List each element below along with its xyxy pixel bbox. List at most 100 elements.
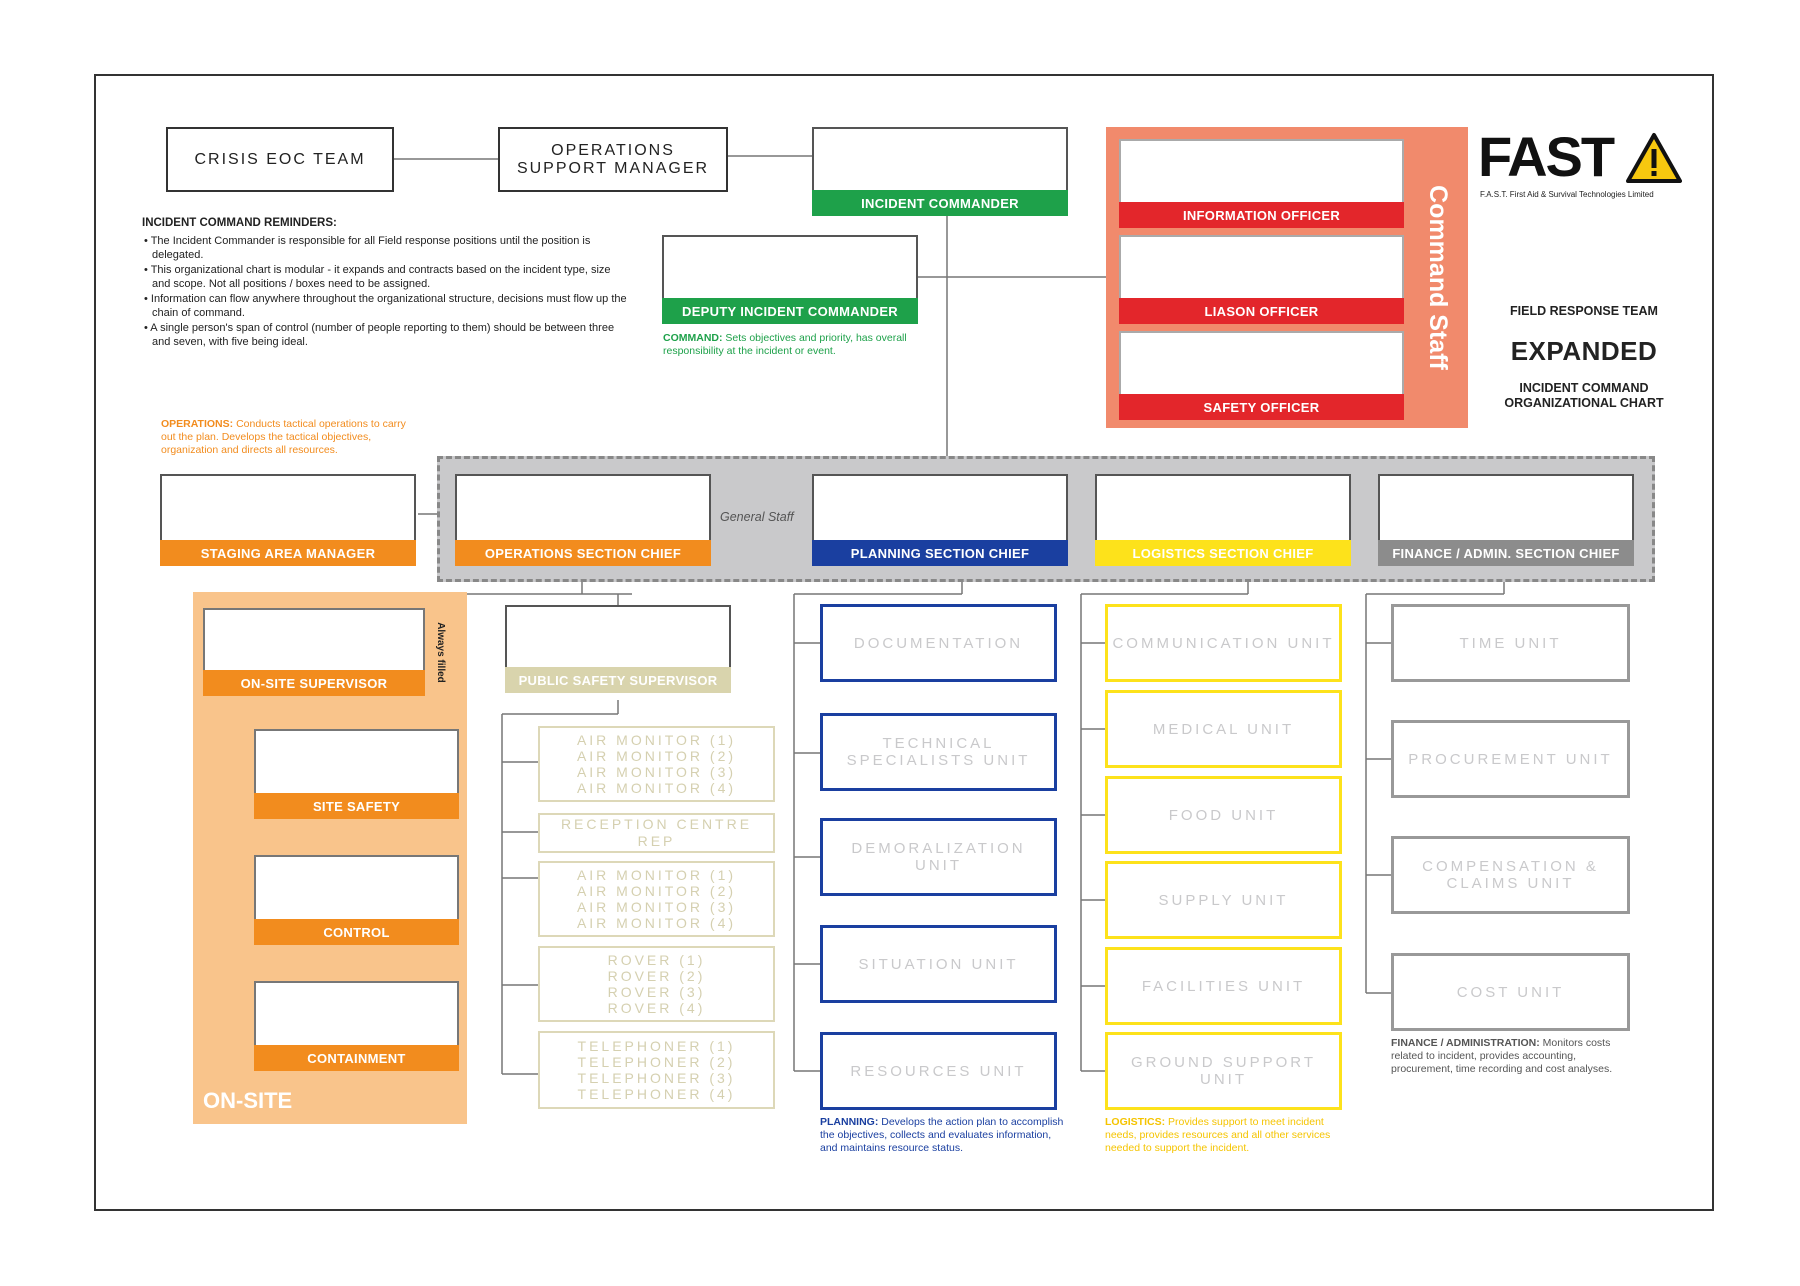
warning-triangle-icon [1626,133,1682,183]
finance-note: FINANCE / ADMINISTRATION: Monitors costs… [1391,1037,1636,1076]
operations-section-chief-name-field [455,474,711,542]
command-note-label: COMMAND: [663,332,723,344]
operations-note-label: OPERATIONS: [161,418,234,430]
information-officer-position: INFORMATION OFFICER [1119,139,1404,228]
rover-group: ROVER (1) ROVER (2) ROVER (3) ROVER (4) [538,946,775,1022]
site-safety-title: SITE SAFETY [254,793,459,819]
operations-note: OPERATIONS: Conducts tactical operations… [161,418,421,457]
staging-area-manager-title: STAGING AREA MANAGER [160,540,416,566]
logo-wordmark: FAST [1478,125,1615,188]
control-position: CONTROL [254,855,459,945]
safety-officer-position: SAFETY OFFICER [1119,331,1404,420]
resources-unit: RESOURCES UNIT [820,1032,1057,1110]
operations-section-chief-position: OPERATIONS SECTION CHIEF [455,474,711,566]
fast-logo: FAST F.A.S.T. First Aid & Survival Techn… [1478,128,1690,204]
finance-note-text: Monitors costs related to incident, prov… [1391,1037,1613,1075]
operations-support-manager-box: OPERATIONS SUPPORT MANAGER [498,127,728,192]
documentation-unit: DOCUMENTATION [820,604,1057,682]
logo-tagline: F.A.S.T. First Aid & Survival Technologi… [1480,190,1654,199]
chart-title-line1: FIELD RESPONSE TEAM [1510,304,1658,318]
planning-note-text: Develops the action plan to accomplish t… [820,1116,1064,1154]
procurement-unit: PROCUREMENT UNIT [1391,720,1630,798]
liason-officer-name-field [1119,235,1404,300]
time-unit: TIME UNIT [1391,604,1630,682]
cost-unit: COST UNIT [1391,953,1630,1031]
supply-unit: SUPPLY UNIT [1105,861,1342,939]
demoralization-unit: DEMORALIZATION UNIT [820,818,1057,896]
information-officer-title: INFORMATION OFFICER [1119,202,1404,228]
deputy-incident-commander-position: DEPUTY INCIDENT COMMANDER [662,235,918,324]
medical-unit: MEDICAL UNIT [1105,690,1342,768]
facilities-unit: FACILITIES UNIT [1105,947,1342,1025]
command-note: COMMAND: Sets objectives and priority, h… [663,332,913,358]
incident-commander-position: INCIDENT COMMANDER [812,127,1068,216]
reminders-title: INCIDENT COMMAND REMINDERS: [142,217,337,229]
command-staff-title-wrap: Command Staff [1410,133,1464,422]
situation-unit: SITUATION UNIT [820,925,1057,1003]
reminder-item: • A single person's span of control (num… [144,322,615,348]
reminder-item: • The Incident Commander is responsible … [144,235,591,261]
chart-title-block: FIELD RESPONSE TEAM EXPANDED INCIDENT CO… [1478,304,1690,411]
logistics-note: LOGISTICS: Provides support to meet inci… [1105,1116,1345,1155]
chart-title-line4: ORGANIZATIONAL CHART [1504,396,1664,410]
ground-support-unit: GROUND SUPPORT UNIT [1105,1032,1342,1110]
control-name-field [254,855,459,921]
public-safety-supervisor-position: PUBLIC SAFETY SUPERVISOR [505,605,731,693]
control-title: CONTROL [254,919,459,945]
public-safety-supervisor-title: PUBLIC SAFETY SUPERVISOR [505,667,731,693]
communication-unit: COMMUNICATION UNIT [1105,604,1342,682]
crisis-eoc-team-box: CRISIS EOC TEAM [166,127,394,192]
always-filled-label: Always filled [434,621,446,683]
staging-area-manager-name-field [160,474,416,542]
containment-title: CONTAINMENT [254,1045,459,1071]
logistics-section-chief-title: LOGISTICS SECTION CHIEF [1095,540,1351,566]
planning-section-chief-name-field [812,474,1068,542]
crisis-eoc-team-label: CRISIS EOC TEAM [194,150,366,168]
food-unit: FOOD UNIT [1105,776,1342,854]
planning-note-label: PLANNING: [820,1116,879,1128]
telephoner-group: TELEPHONER (1) TELEPHONER (2) TELEPHONER… [538,1031,775,1109]
chart-title-line3: INCIDENT COMMAND [1519,381,1649,395]
deputy-incident-commander-title: DEPUTY INCIDENT COMMANDER [662,298,918,324]
liason-officer-position: LIASON OFFICER [1119,235,1404,324]
technical-specialists-unit: TECHNICAL SPECIALISTS UNIT [820,713,1057,791]
operations-section-chief-title: OPERATIONS SECTION CHIEF [455,540,711,566]
incident-commander-title: INCIDENT COMMANDER [812,190,1068,216]
command-staff-panel: INFORMATION OFFICER LIASON OFFICER SAFET… [1106,127,1468,428]
onsite-title: ON-SITE [203,1088,293,1113]
containment-name-field [254,981,459,1047]
reminder-item: • Information can flow anywhere througho… [144,293,627,319]
always-filled-wrap: Always filled [425,608,455,696]
chart-frame [94,74,1714,1211]
reminder-item: • This organizational chart is modular -… [144,264,611,290]
operations-note-text: Conducts tactical operations to carry ou… [161,418,406,456]
onsite-supervisor-position: ON-SITE SUPERVISOR [203,608,425,696]
chart-title-line2: EXPANDED [1510,336,1658,366]
logistics-note-label: LOGISTICS: [1105,1116,1166,1128]
compensation-claims-unit: COMPENSATION & CLAIMS UNIT [1391,836,1630,914]
safety-officer-title: SAFETY OFFICER [1119,394,1404,420]
finance-admin-section-chief-title: FINANCE / ADMIN. SECTION CHIEF [1378,540,1634,566]
logistics-note-text: Provides support to meet incident needs,… [1105,1116,1331,1154]
safety-officer-name-field [1119,331,1404,396]
command-note-text: Sets objectives and priority, has overal… [663,332,907,357]
site-safety-position: SITE SAFETY [254,729,459,819]
staging-area-manager-position: STAGING AREA MANAGER [160,474,416,566]
reception-centre-rep: RECEPTION CENTRE REP [538,813,775,853]
planning-note: PLANNING: Develops the action plan to ac… [820,1116,1065,1155]
general-staff-label: General Staff [720,510,794,524]
public-safety-supervisor-name-field [505,605,731,669]
planning-section-chief-title: PLANNING SECTION CHIEF [812,540,1068,566]
air-monitor-group: AIR MONITOR (1) AIR MONITOR (2) AIR MONI… [538,726,775,802]
deputy-incident-commander-name-field [662,235,918,300]
air-monitor-group: AIR MONITOR (1) AIR MONITOR (2) AIR MONI… [538,861,775,937]
logistics-section-chief-position: LOGISTICS SECTION CHIEF [1095,474,1351,566]
command-staff-title: Command Staff [1423,185,1452,370]
finance-admin-section-chief-position: FINANCE / ADMIN. SECTION CHIEF [1378,474,1634,566]
incident-commander-name-field [812,127,1068,192]
logistics-section-chief-name-field [1095,474,1351,542]
operations-support-manager-label: OPERATIONS SUPPORT MANAGER [516,141,710,177]
information-officer-name-field [1119,139,1404,204]
onsite-panel: ON-SITE SUPERVISOR Always filled SITE SA… [193,592,467,1124]
onsite-supervisor-name-field [203,608,425,672]
